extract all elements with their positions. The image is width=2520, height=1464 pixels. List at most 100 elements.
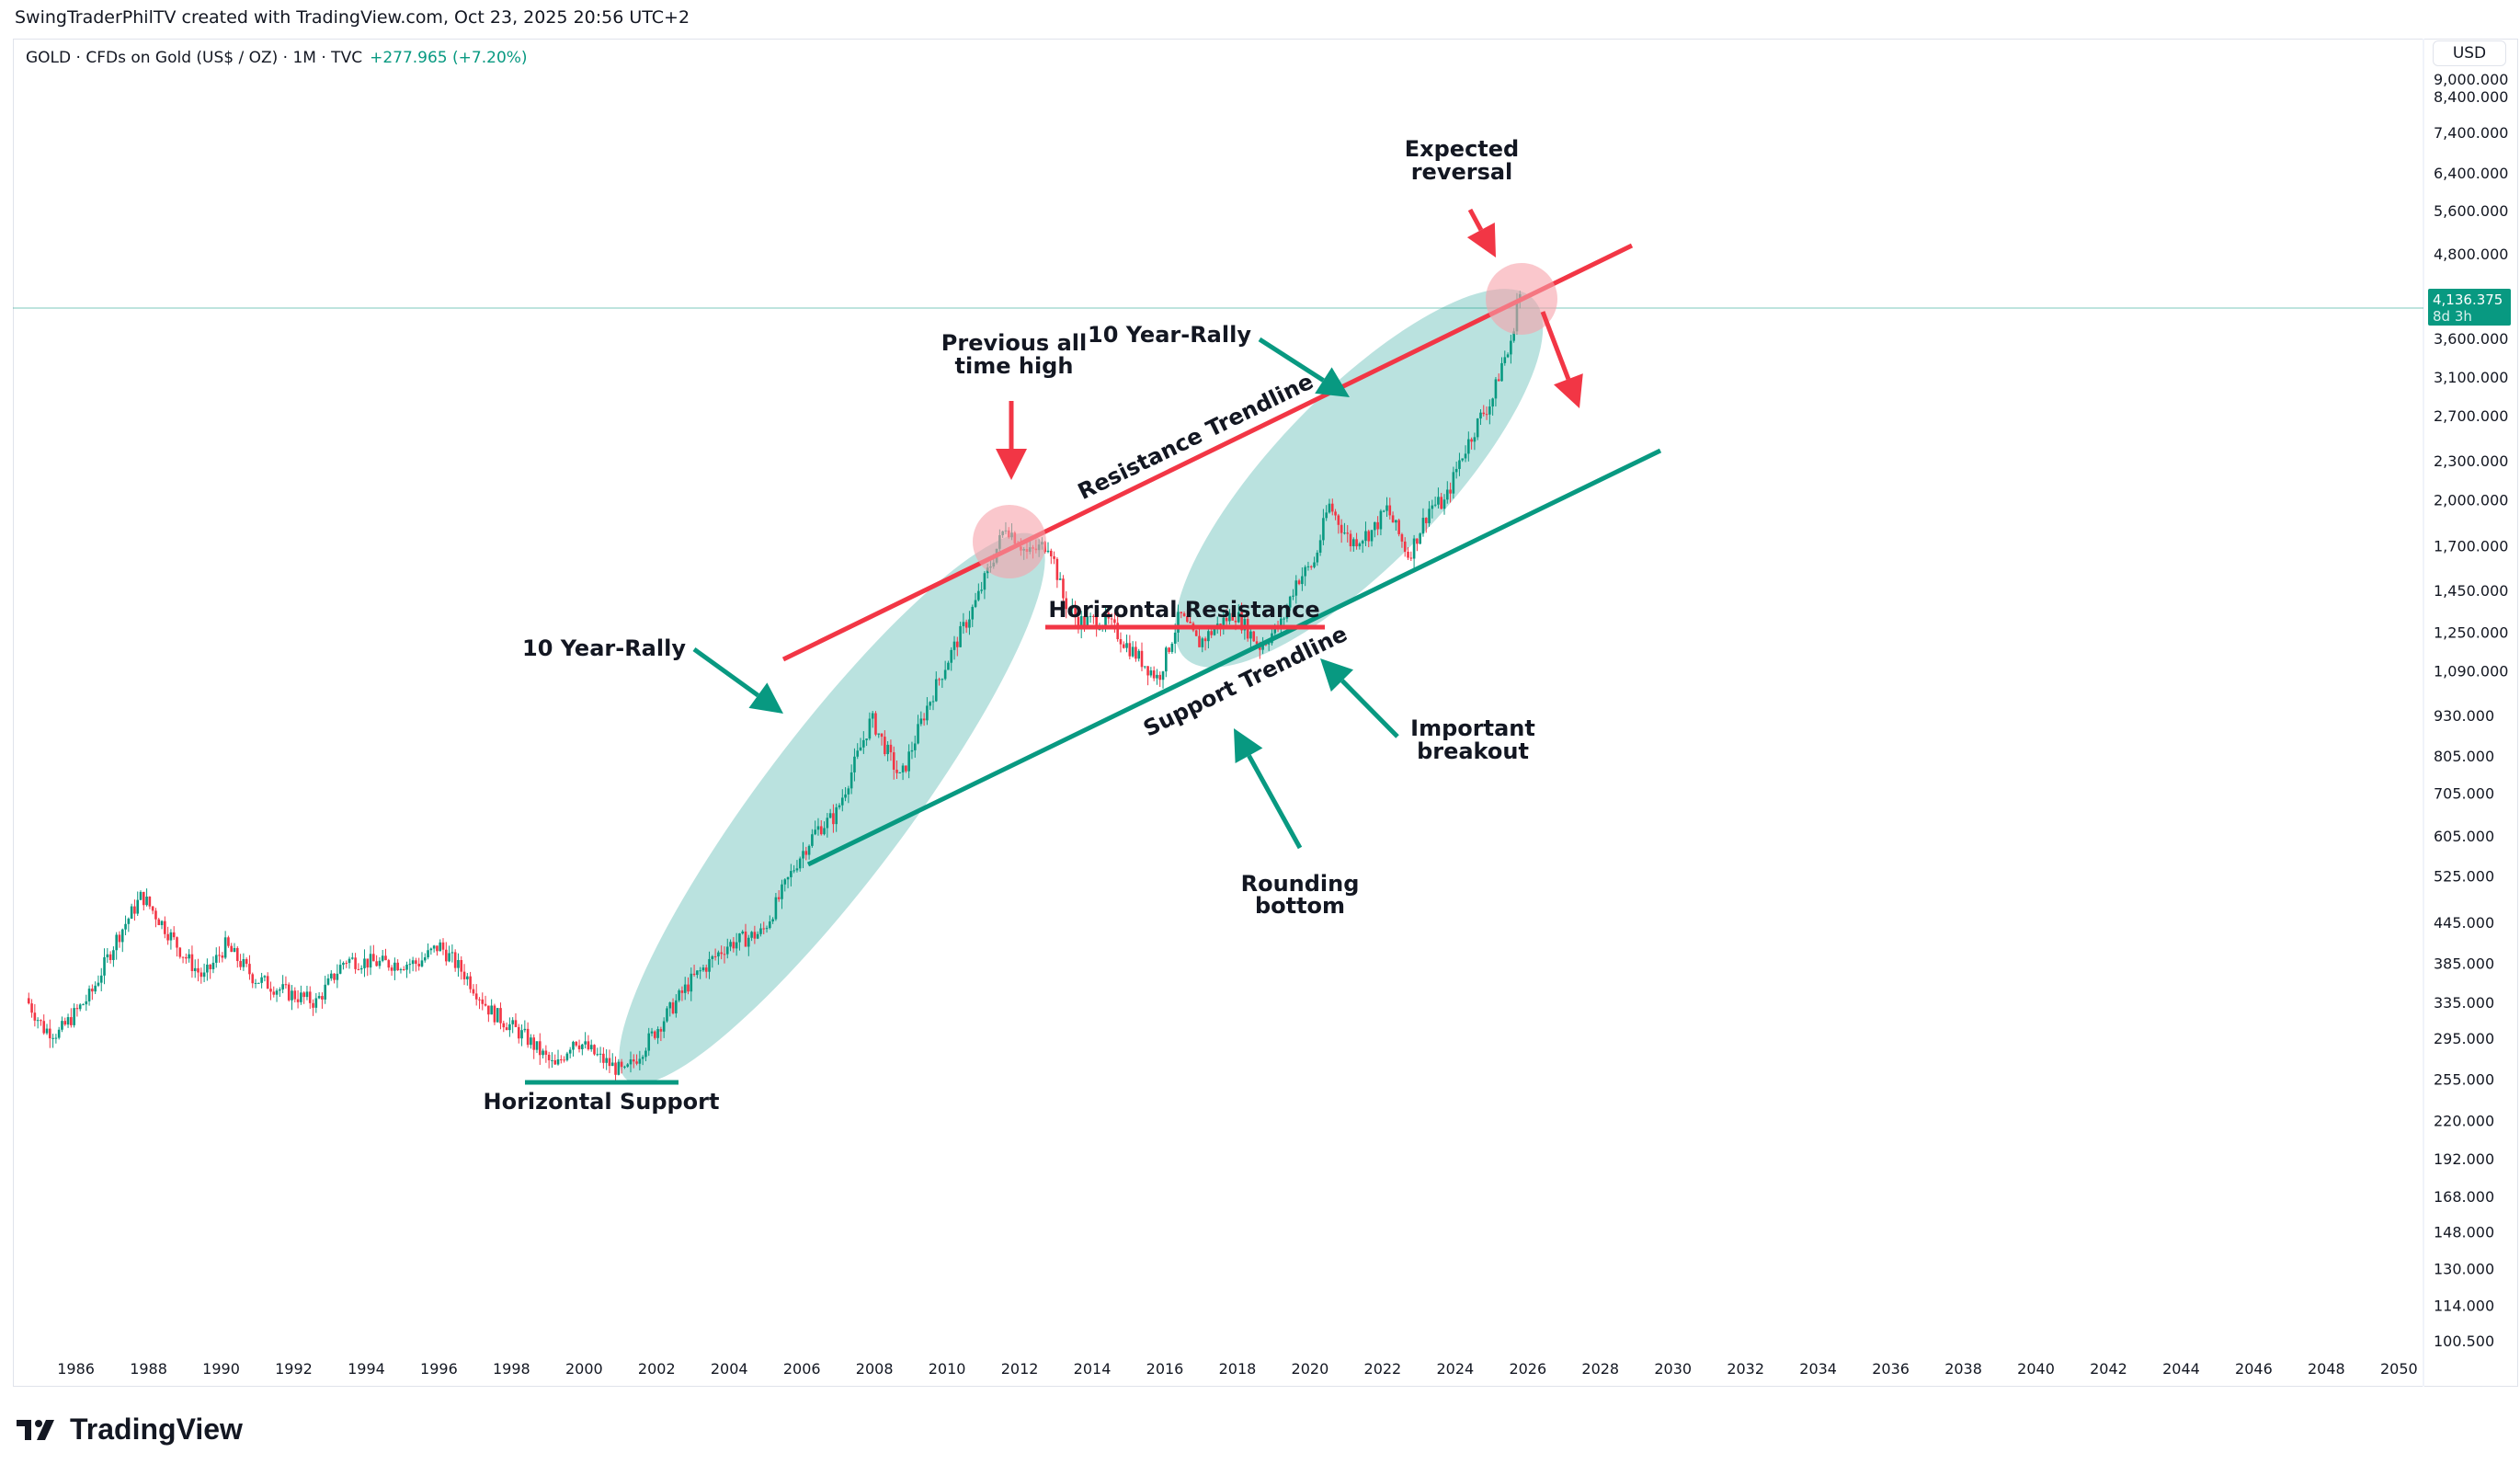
candle: [82, 1003, 85, 1006]
candle: [338, 959, 342, 975]
candle: [97, 975, 100, 988]
candle: [1137, 648, 1141, 662]
tradingview-logo-icon: [17, 1419, 54, 1440]
candle: [1304, 565, 1306, 587]
candle: [678, 989, 680, 1002]
candle: [133, 899, 136, 921]
candle: [472, 984, 475, 996]
candle: [218, 946, 221, 963]
candle: [245, 957, 248, 967]
candle: [1086, 607, 1089, 626]
candle: [823, 821, 826, 836]
price-axis[interactable]: 9,000.0008,400.0007,400.0006,400.0005,60…: [2434, 71, 2508, 1350]
tradingview-logo[interactable]: TradingView: [17, 1413, 243, 1447]
candle: [1122, 641, 1125, 649]
candle: [1143, 666, 1146, 669]
time-tick-label: 1996: [420, 1360, 458, 1378]
candle: [668, 1001, 672, 1017]
candle: [1194, 629, 1198, 636]
candle: [1225, 608, 1228, 625]
candle: [1403, 537, 1407, 557]
candle: [1506, 352, 1510, 359]
candle: [1500, 357, 1503, 382]
candle: [145, 888, 148, 907]
candle: [816, 818, 820, 836]
candle: [717, 950, 720, 966]
candle: [892, 746, 895, 780]
candle: [1409, 551, 1413, 562]
time-tick-label: 2002: [638, 1360, 676, 1378]
candle: [1428, 500, 1431, 527]
candle: [402, 966, 405, 971]
candle: [94, 981, 97, 995]
label-previous-ath-1: Previous all: [941, 330, 1087, 356]
candle: [1491, 397, 1494, 416]
candle: [725, 938, 729, 959]
candle: [415, 957, 417, 972]
candle: [1201, 636, 1204, 653]
candle: [1046, 542, 1050, 554]
candle: [913, 735, 917, 758]
candle: [242, 953, 245, 971]
candle: [230, 943, 234, 953]
candle: [235, 946, 239, 968]
candle: [124, 915, 127, 936]
candle: [1461, 458, 1465, 463]
candle: [381, 949, 384, 963]
support-trendline[interactable]: [806, 448, 1662, 867]
candle: [312, 999, 314, 1016]
price-tick-label: 1,700.000: [2434, 537, 2508, 555]
candle: [1330, 498, 1334, 516]
candle: [457, 953, 460, 978]
candle: [599, 1047, 602, 1063]
candle: [1470, 437, 1473, 450]
candle: [1449, 482, 1452, 503]
time-tick-label: 2044: [2162, 1360, 2200, 1378]
candle: [112, 946, 115, 967]
candle: [1095, 609, 1098, 637]
symbol-legend[interactable]: GOLD · CFDs on Gold (US$ / OZ) · 1M · TV…: [26, 49, 528, 67]
candle: [952, 635, 956, 660]
candle: [493, 1003, 496, 1025]
candle: [735, 932, 738, 956]
last-price-badge[interactable]: [2428, 289, 2511, 326]
time-tick-label: 1986: [57, 1360, 95, 1378]
candle: [169, 929, 173, 950]
candle: [666, 1006, 668, 1024]
candle: [608, 1049, 611, 1073]
candle: [1231, 608, 1234, 622]
candle: [795, 860, 799, 873]
candle: [880, 733, 884, 746]
time-tick-label: 2038: [1944, 1360, 1982, 1378]
price-change: +277.965 (+7.20%): [370, 49, 528, 67]
candle: [1280, 609, 1283, 636]
candle: [1370, 530, 1374, 547]
chart-frame[interactable]: [13, 39, 2518, 1387]
candle: [523, 1020, 527, 1033]
candle: [819, 820, 823, 836]
price-tick-label: 192.000: [2434, 1150, 2494, 1168]
candle: [517, 1024, 520, 1044]
candle: [1131, 641, 1135, 658]
candle: [453, 949, 457, 972]
candle: [1322, 509, 1325, 545]
candle: [505, 1022, 508, 1031]
price-tick-label: 930.000: [2434, 707, 2494, 725]
currency-button[interactable]: USD: [2433, 40, 2506, 66]
candle: [1442, 494, 1446, 515]
candle: [336, 964, 339, 989]
candle: [405, 961, 408, 978]
candle: [620, 1058, 623, 1074]
candle: [602, 1047, 605, 1069]
candle: [926, 697, 929, 726]
price-tick-label: 1,250.000: [2434, 623, 2508, 641]
candle: [1156, 669, 1158, 685]
candle: [514, 1012, 518, 1028]
price-tick-label: 5,600.000: [2434, 202, 2508, 220]
candle: [623, 1065, 626, 1069]
candle: [584, 1032, 587, 1049]
candle: [929, 701, 931, 710]
candle: [91, 984, 94, 1001]
